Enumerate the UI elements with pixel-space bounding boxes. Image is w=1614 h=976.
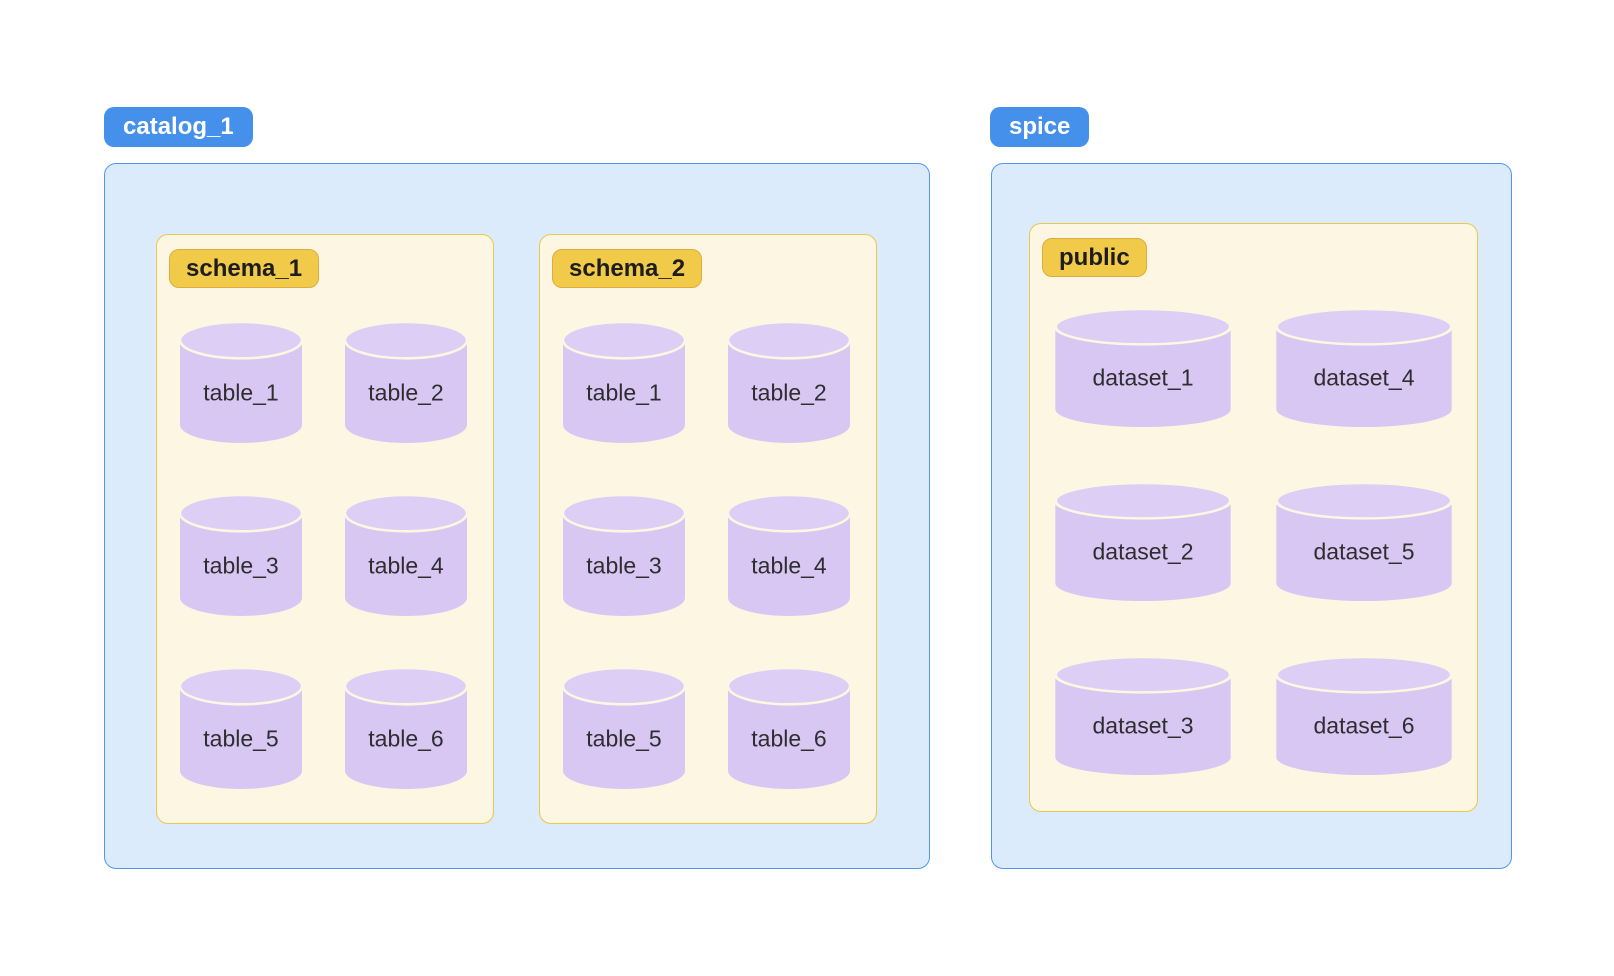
database-cylinder-icon [343,493,469,616]
catalog-badge-spice: spice [990,107,1090,147]
dataset-label: dataset_3 [1092,712,1194,739]
database-cylinder-icon [1274,481,1454,602]
database-cylinder-icon [178,320,304,443]
table-cylinder: table_1 [177,320,305,445]
table-cylinder: table_1 [560,320,688,445]
dataset-cylinder: dataset_6 [1272,655,1456,777]
table-label: table_4 [751,552,827,578]
database-cylinder-icon [726,666,852,789]
database-cylinder-icon [1053,655,1233,776]
dataset-cylinder: dataset_3 [1051,655,1235,777]
table-grid-schema_2: table_1 table_2 table_3 [560,320,853,791]
dataset-cylinder: dataset_1 [1051,307,1235,429]
dataset-label: dataset_1 [1092,364,1194,391]
database-cylinder-icon [178,493,304,616]
database-cylinder-icon [726,493,852,616]
database-cylinder-icon [561,493,687,616]
table-label: table_3 [586,552,662,578]
table-label: table_2 [368,379,444,405]
dataset-grid-public: dataset_1 dataset_2 dataset_3 [1051,307,1456,777]
database-cylinder-icon [1274,655,1454,776]
schema-box-schema_1: schema_1 table_1 table_2 [156,234,494,824]
database-cylinder-icon [1274,307,1454,428]
database-cylinder-icon [561,666,687,789]
table-cylinder: table_3 [177,493,305,618]
table-cylinder: table_6 [725,666,853,791]
dataset-label: dataset_6 [1313,712,1415,739]
table-label: table_1 [586,379,662,405]
table-grid-schema_1: table_1 table_2 table_3 [177,320,470,791]
catalog-container-spice: public dataset_1 dataset_2 [991,163,1512,869]
schema-box-schema_2: schema_2 table_1 table_2 [539,234,877,824]
database-cylinder-icon [1053,307,1233,428]
table-cylinder: table_5 [177,666,305,791]
table-label: table_4 [368,552,444,578]
table-label: table_6 [751,725,827,751]
dataset-label: dataset_4 [1313,364,1415,391]
database-cylinder-icon [343,666,469,789]
dataset-cylinder: dataset_2 [1051,481,1235,603]
table-label: table_1 [203,379,279,405]
dataset-label: dataset_5 [1313,538,1415,565]
table-label: table_6 [368,725,444,751]
table-cylinder: table_3 [560,493,688,618]
catalog-badge-catalog_1: catalog_1 [104,107,253,147]
schema-badge-public: public [1042,238,1147,277]
table-cylinder: table_2 [342,320,470,445]
table-cylinder: table_2 [725,320,853,445]
dataset-cylinder: dataset_4 [1272,307,1456,429]
table-label: table_2 [751,379,827,405]
table-cylinder: table_4 [342,493,470,618]
database-cylinder-icon [178,666,304,789]
table-label: table_3 [203,552,279,578]
table-cylinder: table_6 [342,666,470,791]
dataset-label: dataset_2 [1092,538,1194,565]
catalog-container-catalog_1: schema_1 table_1 table_2 [104,163,930,869]
dataset-cylinder: dataset_5 [1272,481,1456,603]
table-label: table_5 [203,725,279,751]
database-cylinder-icon [343,320,469,443]
table-label: table_5 [586,725,662,751]
schema-box-public: public dataset_1 dataset_2 [1029,223,1478,812]
database-cylinder-icon [1053,481,1233,602]
database-cylinder-icon [561,320,687,443]
database-cylinder-icon [726,320,852,443]
schema-badge-schema_1: schema_1 [169,249,320,288]
schema-badge-schema_2: schema_2 [552,249,703,288]
table-cylinder: table_4 [725,493,853,618]
table-cylinder: table_5 [560,666,688,791]
